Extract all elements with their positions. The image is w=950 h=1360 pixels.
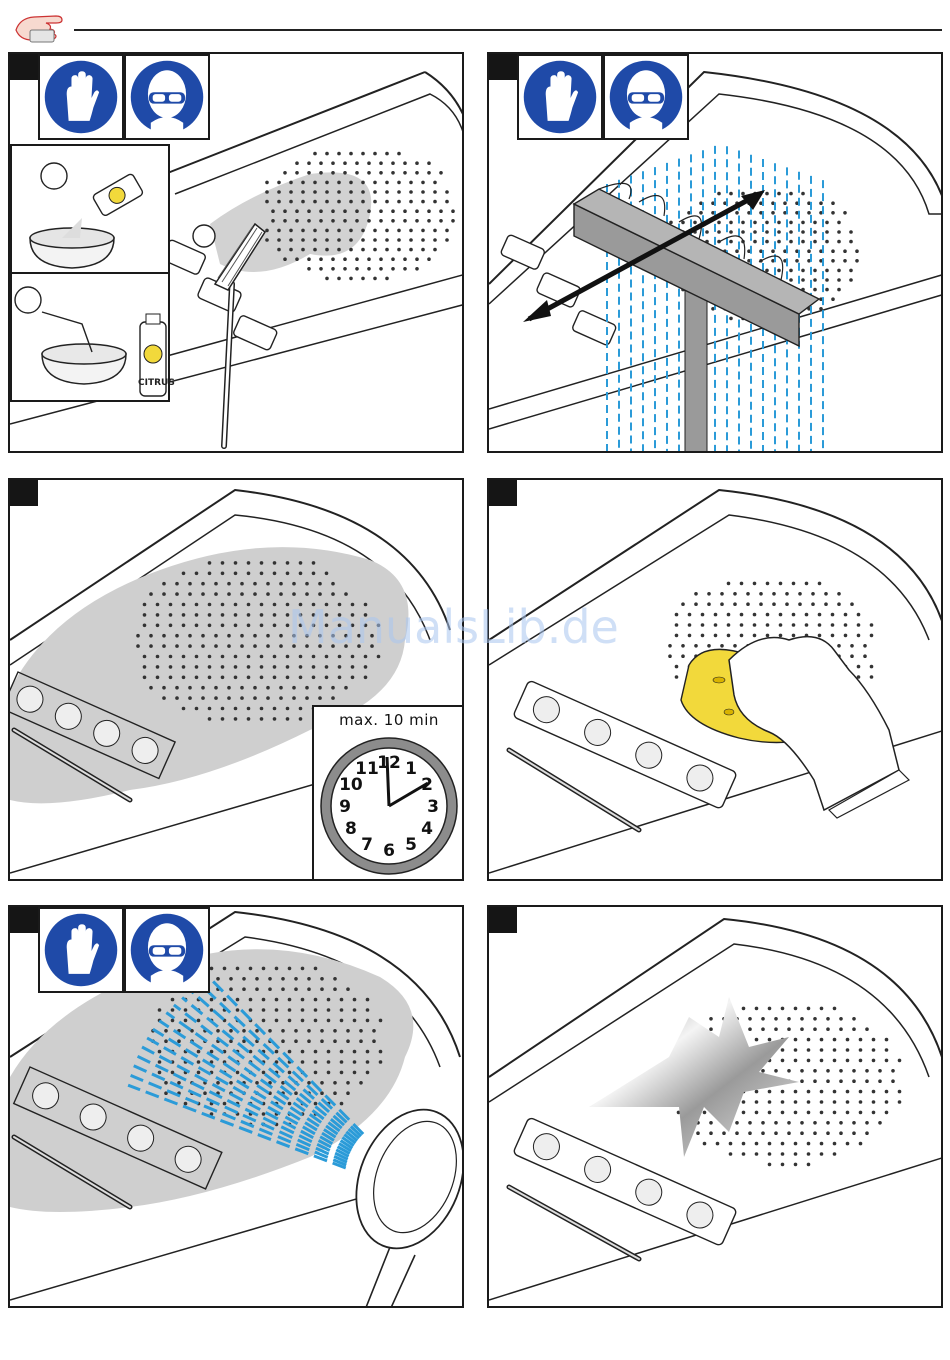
- step-5-panel: [8, 905, 464, 1308]
- gloves-icon: [38, 54, 124, 140]
- hand-pointing-icon: [12, 8, 70, 44]
- citrus-product-label: CITRUS: [138, 378, 175, 388]
- step-1-panel: CITRUS: [8, 52, 464, 453]
- step-6-number-tab: [489, 907, 517, 933]
- safety-goggles-icon: [603, 54, 689, 140]
- mixing-inset-bottom: CITRUS: [10, 272, 170, 402]
- clock-number: 9: [339, 797, 351, 817]
- safety-goggles-icon: [124, 54, 210, 140]
- clock-number: 11: [355, 759, 379, 779]
- mixing-inset-top: [10, 144, 170, 274]
- step-5-number-tab: [10, 907, 38, 933]
- clock-number: 6: [383, 841, 395, 861]
- gloves-icon: [38, 907, 124, 993]
- clock-number: 5: [405, 835, 417, 855]
- clock-number: 8: [345, 819, 357, 839]
- step-4-number-tab: [489, 480, 517, 506]
- step-1-number-tab: [10, 54, 38, 80]
- step-6-scene: [489, 907, 943, 1308]
- clock-icon: 121234567891011: [314, 731, 464, 881]
- timer-inset: max. 10 min 121234567891011: [312, 705, 464, 881]
- timer-label: max. 10 min: [314, 711, 464, 729]
- safety-goggles-icon: [124, 907, 210, 993]
- step-2-panel: [487, 52, 943, 453]
- clock-number: 1: [405, 759, 417, 779]
- watermark-text: ManualsLib.de: [288, 600, 619, 654]
- clock-number: 7: [361, 835, 373, 855]
- header-rule: [74, 29, 942, 31]
- step-4-scene: [489, 480, 943, 881]
- step-4-panel: [487, 478, 943, 881]
- step-6-panel: [487, 905, 943, 1308]
- clock-number: 3: [427, 797, 439, 817]
- step-3-panel: max. 10 min 121234567891011: [8, 478, 464, 881]
- step-3-number-tab: [10, 480, 38, 506]
- clock-number: 4: [421, 819, 433, 839]
- gloves-icon: [517, 54, 603, 140]
- step-2-number-tab: [489, 54, 517, 80]
